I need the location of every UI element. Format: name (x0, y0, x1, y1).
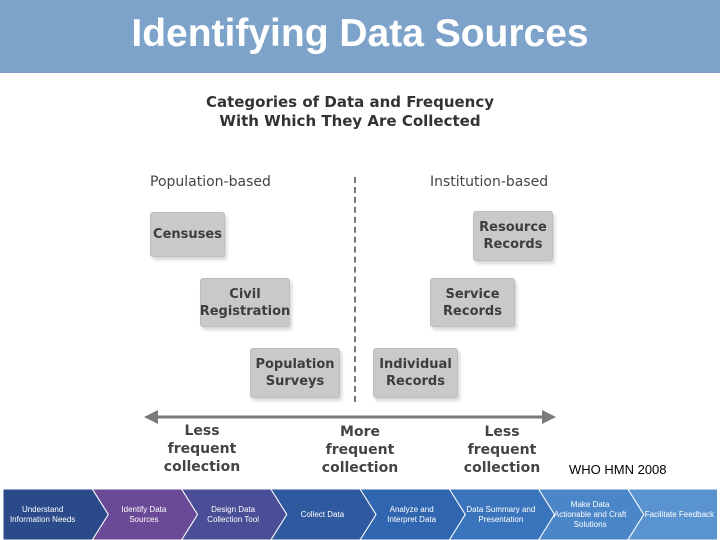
figure-title: Categories of Data and Frequency With Wh… (140, 93, 560, 131)
resource-records-card: Resource Records (473, 211, 553, 265)
process-chevron-bar (3, 489, 717, 540)
right-arrowhead (542, 410, 556, 424)
axis-label-right: Less frequent collection (463, 424, 541, 476)
process-step-label: Data Summary and Presentation (466, 504, 536, 524)
left-arrowhead (144, 410, 158, 424)
process-step-chevron (3, 489, 109, 540)
axis-label-center: More frequent collection (321, 424, 399, 476)
service-records-card: Service Records (430, 278, 515, 331)
slide-title: Identifying Data Sources (131, 12, 589, 55)
censuses-card: Censuses (150, 212, 225, 261)
population-surveys-card: Population Surveys (250, 348, 340, 402)
axis-label-left: Less frequent collection (163, 423, 241, 475)
frequency-axis (144, 410, 556, 424)
institution-based-heading: Institution-based (430, 174, 549, 190)
title-bar: Identifying Data Sources (0, 0, 720, 73)
process-step-label: Understand Information Needs (9, 504, 76, 524)
civil-registration-card: Civil Registration (200, 278, 290, 331)
process-step-label: Make Data Actionable and Craft Solutions (553, 499, 627, 529)
figure-title-line2: With Which They Are Collected (219, 112, 481, 130)
source-note: WHO HMN 2008 (569, 462, 667, 477)
process-step-label: Identify Data Sources (121, 504, 167, 524)
process-step-label: Collect Data (300, 509, 345, 519)
data-categories-figure: Categories of Data and Frequency With Wh… (140, 85, 560, 480)
process-step-label: Design Data Collection Tool (207, 504, 260, 524)
process-step-label: Facilitate Feedback (644, 509, 715, 519)
figure-title-line1: Categories of Data and Frequency (205, 93, 495, 111)
individual-records-card: Individual Records (373, 348, 458, 402)
process-step-label: Analyze and Interpret Data (387, 504, 437, 524)
category-divider (354, 177, 356, 402)
population-based-heading: Population-based (150, 174, 271, 190)
